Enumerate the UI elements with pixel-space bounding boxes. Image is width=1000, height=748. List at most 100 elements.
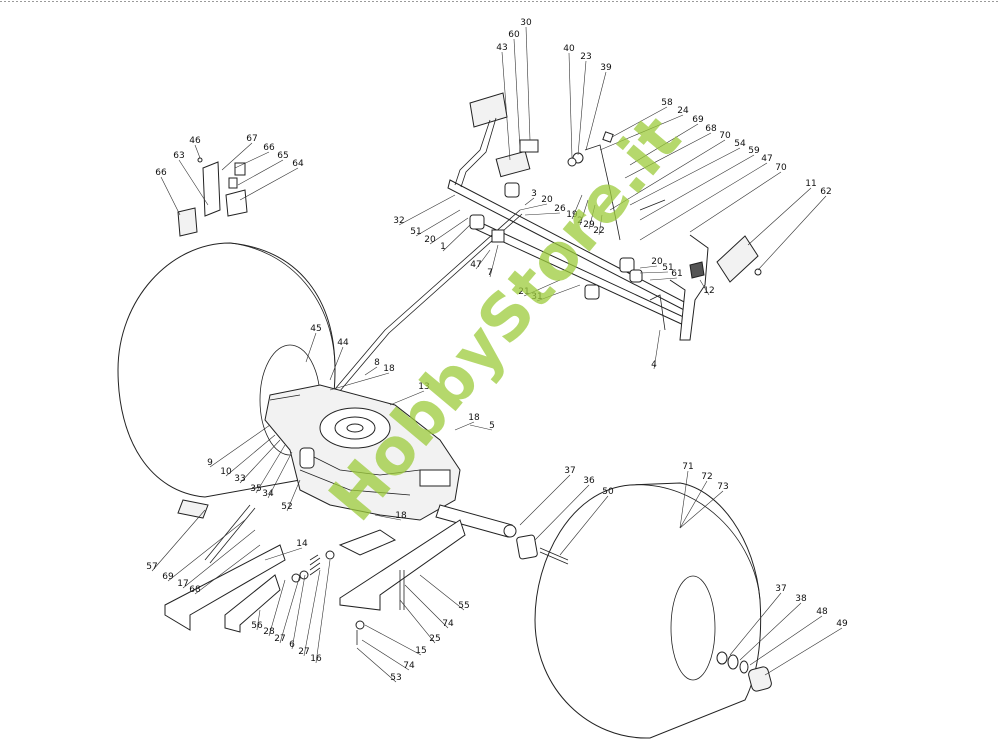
part-callout-23: 23 [580,52,591,62]
part-callout-5: 5 [489,421,495,431]
callout-leader [415,209,461,237]
callout-leader [279,574,301,644]
callout-leader [429,217,469,245]
callout-leader [329,346,344,381]
part-callout-44: 44 [337,338,349,348]
callout-leader [536,284,581,302]
callout-leader [151,509,206,572]
callout-leader [609,139,726,211]
part-callout-26: 26 [554,204,566,214]
callout-leader [679,490,724,529]
part-callout-64: 64 [292,159,304,169]
callout-leader [689,171,782,233]
callout-leader [639,162,768,241]
callout-leader [598,214,603,236]
part-callout-6: 6 [289,640,295,650]
callout-leader [649,277,678,281]
part-callout-62: 62 [820,187,831,197]
transaxle [264,384,461,521]
part-callout-32: 32 [393,216,404,226]
callout-leader [364,624,422,656]
part-callout-51: 51 [410,227,421,237]
part-callout-59: 59 [748,146,760,156]
seat-switch-bracket [177,157,248,237]
callout-leader [629,123,699,166]
callout-leader [519,203,548,211]
part-callout-11: 11 [805,179,816,189]
decal [177,499,209,519]
part-callout-71: 71 [682,462,693,472]
callout-leader [585,71,607,151]
part-callout-70: 70 [775,163,787,173]
part-callout-30: 30 [520,18,532,28]
callout-leader [571,194,583,220]
callout-leaders [151,26,843,683]
callout-leader [194,544,261,595]
part-callout-68: 68 [189,585,201,595]
callout-leader [699,279,710,296]
part-callout-10: 10 [220,467,232,477]
callout-leader [268,579,286,637]
callout-leader [374,514,402,521]
callout-leader [525,26,531,141]
linkage-rod [329,209,521,396]
part-callout-46: 46 [189,136,201,146]
part-callout-12: 12 [703,286,714,296]
part-callout-25: 25 [429,634,440,644]
part-callout-56: 56 [251,621,263,631]
callout-leader [534,484,590,541]
part-callout-4: 4 [651,360,657,370]
part-callout-60: 60 [508,30,520,40]
part-callout-70: 70 [719,131,731,141]
part-callout-35: 35 [250,484,261,494]
part-callout-37: 37 [775,584,786,594]
part-callout-66: 66 [263,143,275,153]
callout-leader [653,329,661,370]
callout-leader [624,132,712,179]
part-callout-24: 24 [677,106,689,116]
part-callout-74: 74 [403,661,415,671]
callout-leader [679,480,708,529]
callout-leader [264,547,303,561]
callout-leader [639,154,755,221]
part-callout-57: 57 [146,562,157,572]
callout-leader [739,602,802,661]
callout-leader [399,599,436,644]
part-callout-58: 58 [661,98,673,108]
callout-leader [639,271,669,274]
callout-leader [398,194,456,226]
callout-leader [239,439,281,484]
part-callout-68: 68 [705,124,717,134]
callout-leader [757,195,827,271]
callout-leader [364,366,378,376]
callout-leader [182,529,256,589]
callout-leader [559,495,609,556]
part-callout-53: 53 [390,673,401,683]
part-callout-63: 63 [173,151,184,161]
part-callout-15: 15 [415,646,426,656]
part-callout-39: 39 [600,63,612,73]
part-callout-14: 14 [296,539,308,549]
callout-leader [361,639,410,671]
part-callout-3: 3 [531,189,537,199]
callout-leader [747,187,812,246]
brake-pedal [454,92,520,230]
right-wheel [534,482,762,739]
part-callout-66: 66 [155,168,167,178]
callout-leader [404,584,449,629]
part-callout-61: 61 [671,269,682,279]
callout-leader [267,451,293,499]
small-parts-top [495,131,666,241]
callout-leader [469,424,493,431]
callout-leader [513,38,521,151]
part-callout-1: 1 [440,242,446,252]
callout-leader [629,147,741,206]
callout-leader [234,151,270,169]
callout-leader [501,51,511,161]
part-callout-20: 20 [651,257,663,267]
callout-leader [519,474,571,526]
callout-leader [599,114,684,151]
callout-leader [489,244,499,278]
callout-leader [315,559,331,664]
